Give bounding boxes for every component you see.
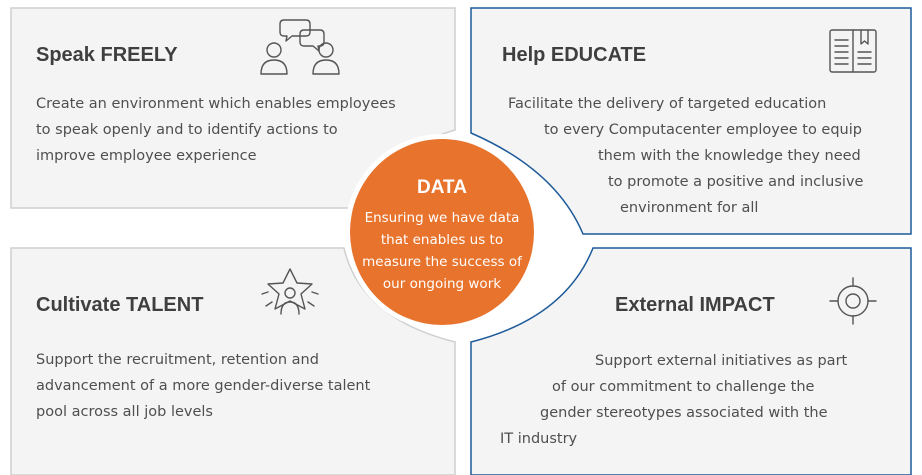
panel-impact-line: of our commitment to challenge the bbox=[552, 379, 815, 395]
panel-impact-line: IT industry bbox=[500, 431, 578, 447]
panel-educate-text: Facilitate the delivery of targeted educ… bbox=[508, 91, 863, 221]
panel-educate-bg bbox=[470, 7, 912, 235]
data-center-text: Ensuring we have data that enables us to… bbox=[350, 207, 534, 295]
data-center-line: Ensuring we have data bbox=[364, 210, 520, 226]
panel-speak-line: to speak openly and to identify actions … bbox=[36, 122, 338, 138]
target-crosshair-icon bbox=[829, 277, 877, 325]
panel-speak-title: Speak FREELY bbox=[36, 44, 178, 66]
panel-talent-title: Cultivate TALENT bbox=[36, 294, 204, 316]
panel-impact-title: External IMPACT bbox=[615, 294, 775, 316]
panel-educate-line: to every Computacenter employee to equip bbox=[544, 122, 862, 138]
panel-talent-text: Support the recruitment, retention and a… bbox=[36, 347, 370, 425]
panel-impact-line: gender stereotypes associated with the bbox=[540, 405, 828, 421]
panel-educate-line: Facilitate the delivery of targeted educ… bbox=[508, 96, 827, 112]
panel-talent-line: Support the recruitment, retention and bbox=[36, 352, 319, 368]
panel-talent-line: advancement of a more gender-diverse tal… bbox=[36, 378, 371, 394]
panel-educate-line: to promote a positive and inclusive bbox=[608, 174, 864, 190]
two-people-speech-bubbles-icon bbox=[260, 19, 340, 75]
panel-talent-line: pool across all job levels bbox=[36, 404, 213, 420]
panel-educate-title: Help EDUCATE bbox=[502, 44, 647, 66]
panel-speak-line: improve employee experience bbox=[36, 148, 257, 164]
panel-impact-line: Support external initiatives as part bbox=[595, 353, 848, 369]
data-center-line: measure the success of bbox=[362, 254, 522, 270]
data-center-circle: DATA Ensuring we have data that enables … bbox=[345, 134, 539, 330]
person-star-icon bbox=[261, 268, 319, 315]
panel-impact-text: Support external initiatives as part of … bbox=[500, 348, 847, 452]
data-center-line: our ongoing work bbox=[382, 276, 502, 292]
data-center-title: DATA bbox=[417, 177, 467, 198]
panel-speak-text: Create an environment which enables empl… bbox=[36, 91, 396, 169]
panel-educate-line: environment for all bbox=[620, 200, 759, 216]
panel-impact-bg bbox=[470, 247, 912, 475]
open-book-icon bbox=[829, 29, 877, 73]
data-center-line: that enables us to bbox=[380, 232, 504, 248]
panel-speak-line: Create an environment which enables empl… bbox=[36, 96, 396, 112]
panel-educate-line: them with the knowledge they need bbox=[598, 148, 861, 164]
